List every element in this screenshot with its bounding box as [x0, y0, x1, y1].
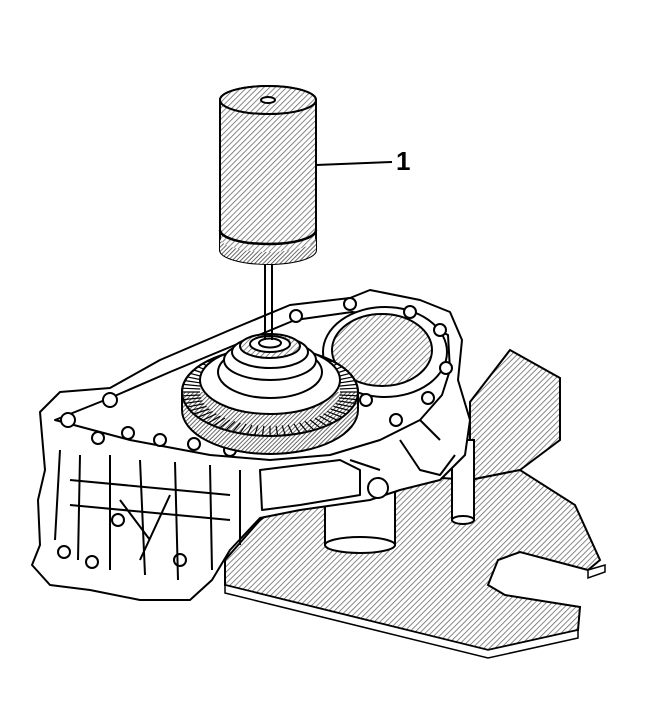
gear-tooth	[187, 403, 205, 408]
gear-tooth	[333, 405, 350, 412]
gear-tooth	[261, 425, 265, 436]
gear-tooth	[330, 408, 347, 415]
gear-tooth	[287, 424, 294, 435]
gear-tooth	[319, 415, 333, 424]
gear-tooth	[213, 417, 226, 427]
bearing-installer-tool	[218, 85, 318, 265]
gear-tooth	[182, 394, 201, 397]
gear-tooth	[219, 419, 231, 429]
press-pin	[324, 439, 475, 554]
callout-1: 1	[315, 146, 410, 176]
gear-tooth	[225, 421, 236, 431]
gear-tooth	[190, 405, 207, 412]
gear-tooth	[232, 422, 241, 433]
pinion-bearing	[223, 333, 317, 381]
gear-tooth	[207, 415, 221, 424]
leader-line	[315, 161, 393, 166]
gear-tooth	[239, 423, 247, 434]
gear-tooth	[339, 387, 358, 390]
gear-tooth	[327, 410, 343, 418]
holding-fixture	[224, 348, 606, 659]
gear-tooth	[202, 413, 217, 421]
callout-number: 1	[396, 146, 410, 176]
gear-tooth	[314, 417, 327, 427]
gear-tooth	[183, 383, 202, 387]
gear-tooth	[304, 421, 315, 431]
gear-tooth	[246, 424, 253, 435]
gear-tooth	[254, 425, 259, 436]
gear-tooth	[309, 419, 321, 429]
gear-tooth	[275, 425, 279, 436]
gear-tooth	[323, 413, 338, 421]
gear-tooth	[338, 397, 357, 401]
gear-tooth	[338, 383, 357, 387]
gear-tooth	[193, 408, 210, 415]
gear-tooth	[281, 425, 286, 436]
gear-tooth	[197, 410, 213, 418]
gear-tooth	[183, 397, 202, 401]
installation-axis	[264, 262, 273, 340]
gear-tooth	[335, 403, 353, 408]
gear-tooth	[184, 400, 203, 404]
gear-tooth	[299, 422, 308, 433]
gear-tooth	[293, 423, 301, 434]
gear-tooth	[337, 400, 356, 404]
gear-tooth	[339, 394, 358, 397]
gear-tooth	[182, 387, 201, 390]
